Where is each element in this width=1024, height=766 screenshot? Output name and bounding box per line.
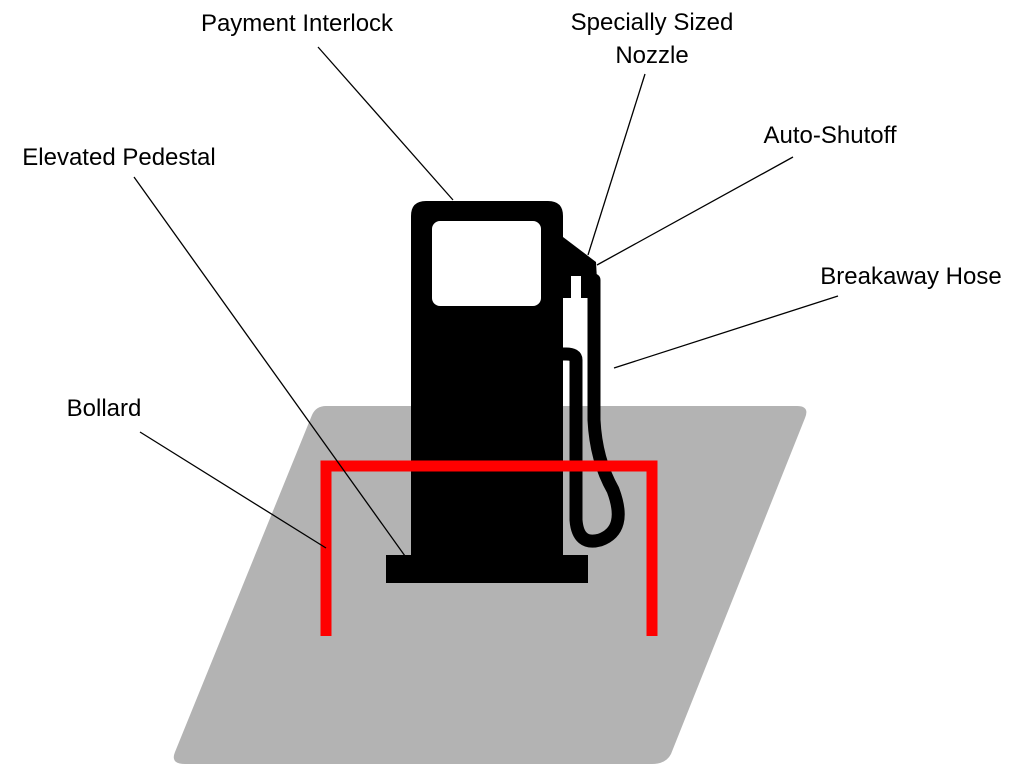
leader-lines — [133, 46, 839, 557]
bollard — [320, 460, 658, 636]
leader-payment-interlock — [317, 46, 454, 201]
label-bollard: Bollard — [67, 395, 142, 422]
leader-bollard — [139, 431, 327, 549]
label-auto-shutoff: Auto-Shutoff — [764, 122, 897, 149]
label-specially-sized-nozzle-line2: Nozzle — [615, 42, 688, 69]
label-breakaway-hose: Breakaway Hose — [820, 263, 1001, 290]
leader-specially-sized-nozzle — [587, 73, 646, 256]
nozzle — [571, 276, 581, 298]
pump-screen — [432, 221, 541, 306]
label-payment-interlock: Payment Interlock — [201, 10, 394, 37]
label-specially-sized-nozzle-line1: Specially Sized — [571, 9, 734, 36]
leader-breakaway-hose — [613, 295, 839, 369]
pump-pedestal — [386, 555, 588, 583]
leader-auto-shutoff — [596, 156, 794, 266]
leader-elevated-pedestal — [133, 176, 406, 557]
label-elevated-pedestal: Elevated Pedestal — [22, 144, 215, 171]
